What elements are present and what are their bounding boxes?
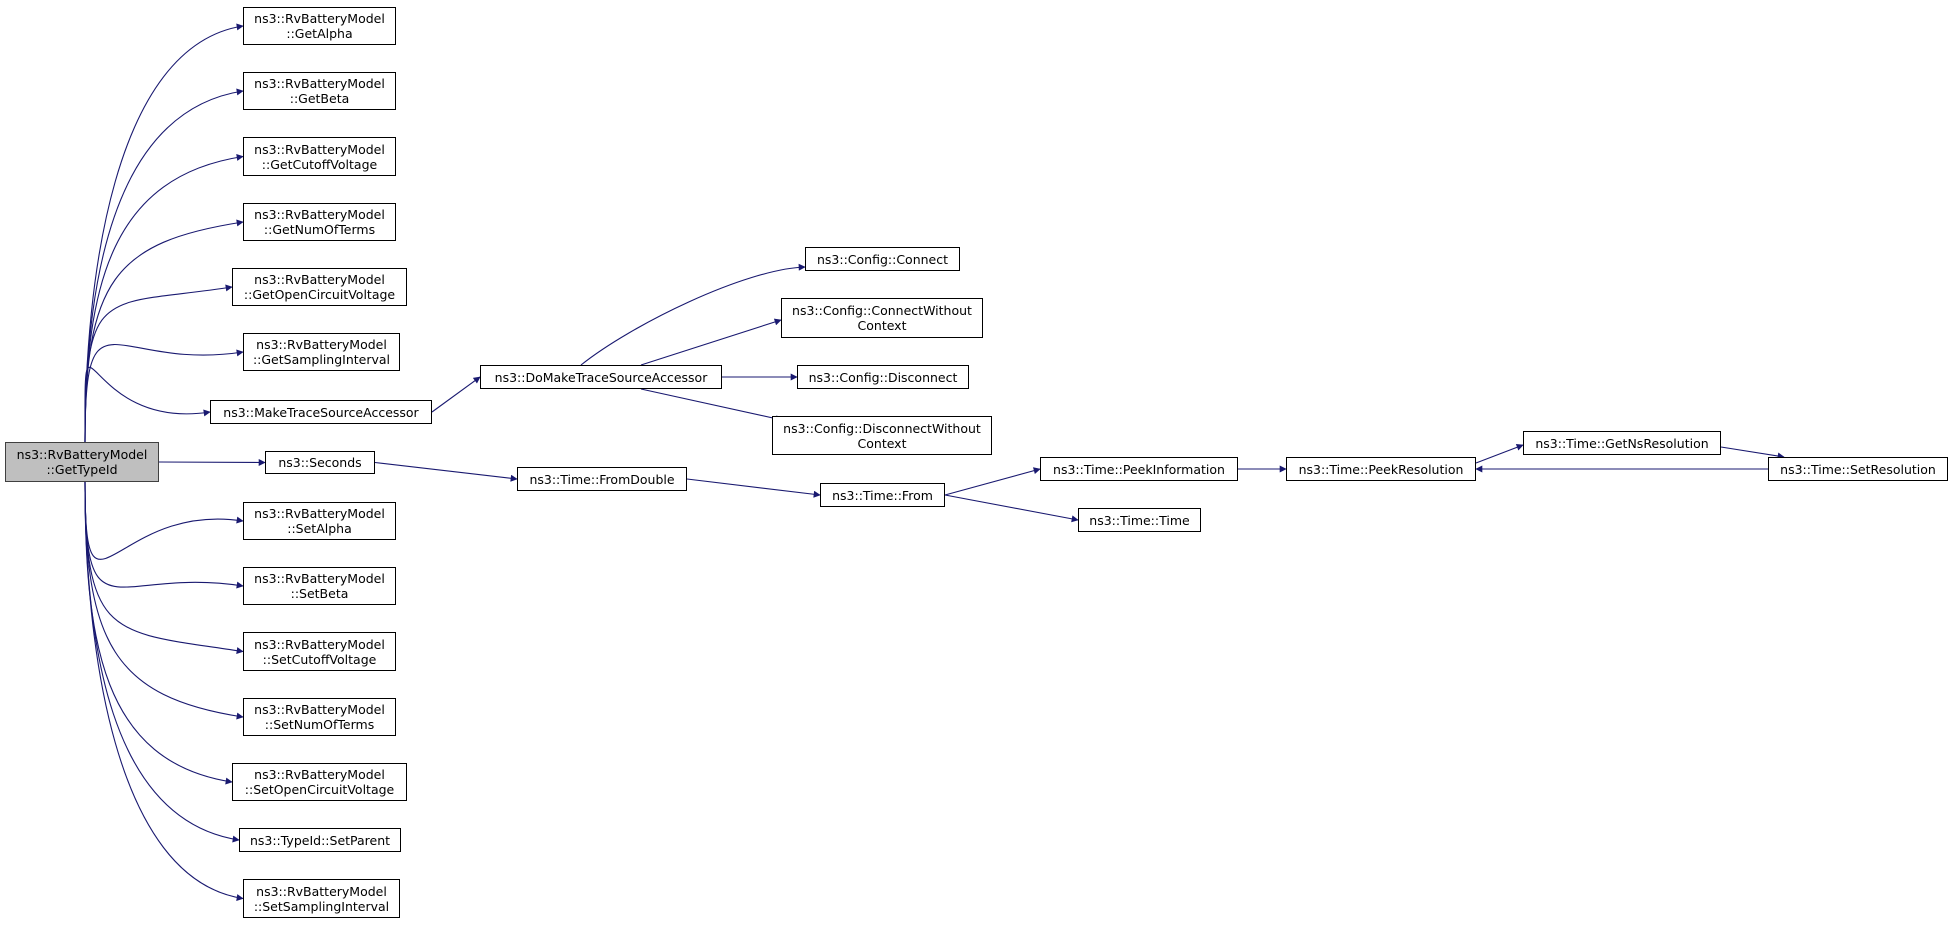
edge-getTypeId-to-setOpenCircuitVoltage [84, 481, 233, 785]
node-label-line: ns3::RvBatteryModel [256, 883, 387, 899]
node-time-fromdouble[interactable]: ns3::Time::FromDouble [517, 467, 687, 491]
node-label-line: ::GetTypeId [46, 462, 118, 477]
node-label-line: ns3::DoMakeTraceSourceAccessor [494, 369, 708, 385]
node-label-line: ns3::RvBatteryModel [254, 11, 385, 26]
edge-getTypeId-to-typeIdSetParent [84, 481, 240, 843]
node-config-disconnectwithoutcontext[interactable]: ns3::Config::DisconnectWithout Context [772, 416, 992, 455]
node-label-line: Context [857, 318, 907, 333]
node-rvbatterymodel-gettypeid[interactable]: ns3::RvBatteryModel ::GetTypeId [5, 442, 159, 482]
node-typeid-setparent[interactable]: ns3::TypeId::SetParent [239, 828, 401, 852]
node-label-line: ::SetNumOfTerms [264, 717, 375, 732]
node-rvbatterymodel-getbeta[interactable]: ns3::RvBatteryModel ::GetBeta [243, 72, 396, 110]
edge-timePeekResolution-to-timeGetNsResolution [1475, 443, 1524, 464]
node-rvbatterymodel-setnumofterms[interactable]: ns3::RvBatteryModel ::SetNumOfTerms [243, 698, 396, 736]
edge-doMakeTraceSourceAccessor-to-configDisconnectWithoutContext [640, 388, 783, 423]
edge-seconds-to-timeFromDouble [374, 461, 518, 482]
node-label-line: ns3::RvBatteryModel [254, 272, 385, 287]
node-label-line: ns3::Config::Disconnect [808, 369, 958, 385]
node-label-line: ns3::RvBatteryModel [254, 571, 385, 586]
edge-getTypeId-to-setAlpha [84, 481, 244, 560]
node-label-line: ::GetOpenCircuitVoltage [243, 287, 396, 302]
edge-getTypeId-to-seconds [158, 458, 266, 466]
edge-getTypeId-to-makeTraceSourceAccessor [84, 366, 211, 443]
node-rvbatterymodel-getnumofterms[interactable]: ns3::RvBatteryModel ::GetNumOfTerms [243, 203, 396, 241]
edge-getTypeId-to-setCutoffVoltage [84, 481, 244, 655]
node-label-line: ns3::RvBatteryModel [254, 207, 385, 222]
node-label-line: ::SetAlpha [287, 521, 352, 536]
node-label-line: ns3::Config::DisconnectWithout [783, 420, 981, 436]
edge-doMakeTraceSourceAccessor-to-configConnect [580, 263, 806, 366]
node-rvbatterymodel-setalpha[interactable]: ns3::RvBatteryModel ::SetAlpha [243, 502, 396, 540]
edge-getTypeId-to-getOpenCircuitVoltage [84, 284, 233, 443]
node-label-line: ns3::RvBatteryModel [254, 702, 385, 717]
node-time-time[interactable]: ns3::Time::Time [1078, 508, 1201, 532]
edge-getTypeId-to-getBeta [84, 88, 244, 443]
node-label-line: ns3::Time::Time [1089, 512, 1190, 528]
node-label-line: ns3::RvBatteryModel [254, 141, 385, 157]
node-seconds[interactable]: ns3::Seconds [265, 451, 375, 474]
edge-getTypeId-to-setBeta [84, 481, 244, 589]
edge-timeGetNsResolution-to-timeSetResolution [1720, 446, 1785, 460]
node-rvbatterymodel-setsamplinginterval[interactable]: ns3::RvBatteryModel ::SetSamplingInterva… [243, 879, 400, 918]
edge-getTypeId-to-setSamplingInterval [84, 481, 244, 901]
node-label-line: ns3::Time::FromDouble [529, 471, 675, 487]
node-label-line: ns3::Time::PeekResolution [1298, 461, 1464, 477]
node-label-line: ns3::RvBatteryModel [254, 506, 385, 521]
node-label-line: Context [857, 435, 907, 451]
node-label-line: ns3::RvBatteryModel [254, 767, 385, 782]
node-label-line: ns3::RvBatteryModel [254, 76, 385, 91]
node-domaketracesourceaccessor[interactable]: ns3::DoMakeTraceSourceAccessor [480, 365, 722, 389]
node-label-line: ns3::Config::ConnectWithout [792, 303, 972, 318]
node-rvbatterymodel-getsamplinginterval[interactable]: ns3::RvBatteryModel ::GetSamplingInterva… [243, 333, 400, 371]
node-label-line: ns3::Time::SetResolution [1780, 461, 1936, 477]
node-label-line: ns3::Time::GetNsResolution [1535, 435, 1709, 451]
node-label-line: ::GetCutoffVoltage [261, 156, 378, 172]
node-label-line: ::GetBeta [289, 91, 350, 106]
node-rvbatterymodel-setbeta[interactable]: ns3::RvBatteryModel ::SetBeta [243, 567, 396, 605]
node-maketracesourceaccessor[interactable]: ns3::MakeTraceSourceAccessor [210, 400, 432, 424]
edge-timeFrom-to-timeTime [944, 494, 1079, 523]
node-label-line: ::SetOpenCircuitVoltage [244, 782, 395, 797]
node-time-setresolution[interactable]: ns3::Time::SetResolution [1768, 457, 1948, 481]
node-label-line: ::SetSamplingInterval [253, 898, 390, 914]
node-label-line: ns3::RvBatteryModel [254, 636, 385, 652]
node-label-line: ns3::RvBatteryModel [16, 447, 148, 462]
node-config-connect[interactable]: ns3::Config::Connect [805, 247, 960, 271]
node-time-peekinformation[interactable]: ns3::Time::PeekInformation [1040, 457, 1238, 481]
node-rvbatterymodel-setcutoffvoltage[interactable]: ns3::RvBatteryModel ::SetCutoffVoltage [243, 632, 396, 671]
node-time-peekresolution[interactable]: ns3::Time::PeekResolution [1286, 457, 1476, 481]
node-time-from[interactable]: ns3::Time::From [820, 483, 945, 507]
node-label-line: ns3::Time::PeekInformation [1053, 461, 1225, 477]
node-rvbatterymodel-getcutoffvoltage[interactable]: ns3::RvBatteryModel ::GetCutoffVoltage [243, 137, 396, 176]
node-config-connectwithoutcontext[interactable]: ns3::Config::ConnectWithout Context [781, 298, 983, 338]
node-rvbatterymodel-setopencircuitvoltage[interactable]: ns3::RvBatteryModel ::SetOpenCircuitVolt… [232, 763, 407, 801]
node-label-line: ::SetCutoffVoltage [262, 651, 377, 667]
node-label-line: ns3::Config::Connect [816, 251, 949, 267]
edge-timeFrom-to-timePeekInformation [944, 467, 1041, 496]
edge-doMakeTraceSourceAccessor-to-configConnectWithoutContext [640, 318, 782, 366]
node-label-line: ::SetBeta [290, 586, 349, 601]
node-label-line: ns3::RvBatteryModel [256, 337, 387, 352]
node-label-line: ns3::MakeTraceSourceAccessor [223, 404, 419, 420]
edge-getTypeId-to-getSamplingInterval [84, 343, 244, 443]
node-time-getnsresolution[interactable]: ns3::Time::GetNsResolution [1523, 431, 1721, 455]
node-rvbatterymodel-getopencircuitvoltage[interactable]: ns3::RvBatteryModel ::GetOpenCircuitVolt… [232, 268, 407, 306]
node-label-line: ns3::TypeId::SetParent [249, 832, 391, 848]
node-label-line: ::GetAlpha [286, 26, 353, 41]
node-rvbatterymodel-getalpha[interactable]: ns3::RvBatteryModel ::GetAlpha [243, 7, 396, 45]
node-config-disconnect[interactable]: ns3::Config::Disconnect [797, 365, 969, 389]
node-label-line: ::GetNumOfTerms [263, 222, 376, 237]
node-label-line: ns3::Seconds [278, 455, 362, 470]
node-label-line: ns3::Time::From [832, 487, 933, 503]
edge-makeTraceSourceAccessor-to-doMakeTraceSourceAccessor [431, 376, 481, 413]
node-label-line: ::GetSamplingInterval [252, 352, 391, 367]
edge-timeFromDouble-to-timeFrom [686, 478, 821, 498]
